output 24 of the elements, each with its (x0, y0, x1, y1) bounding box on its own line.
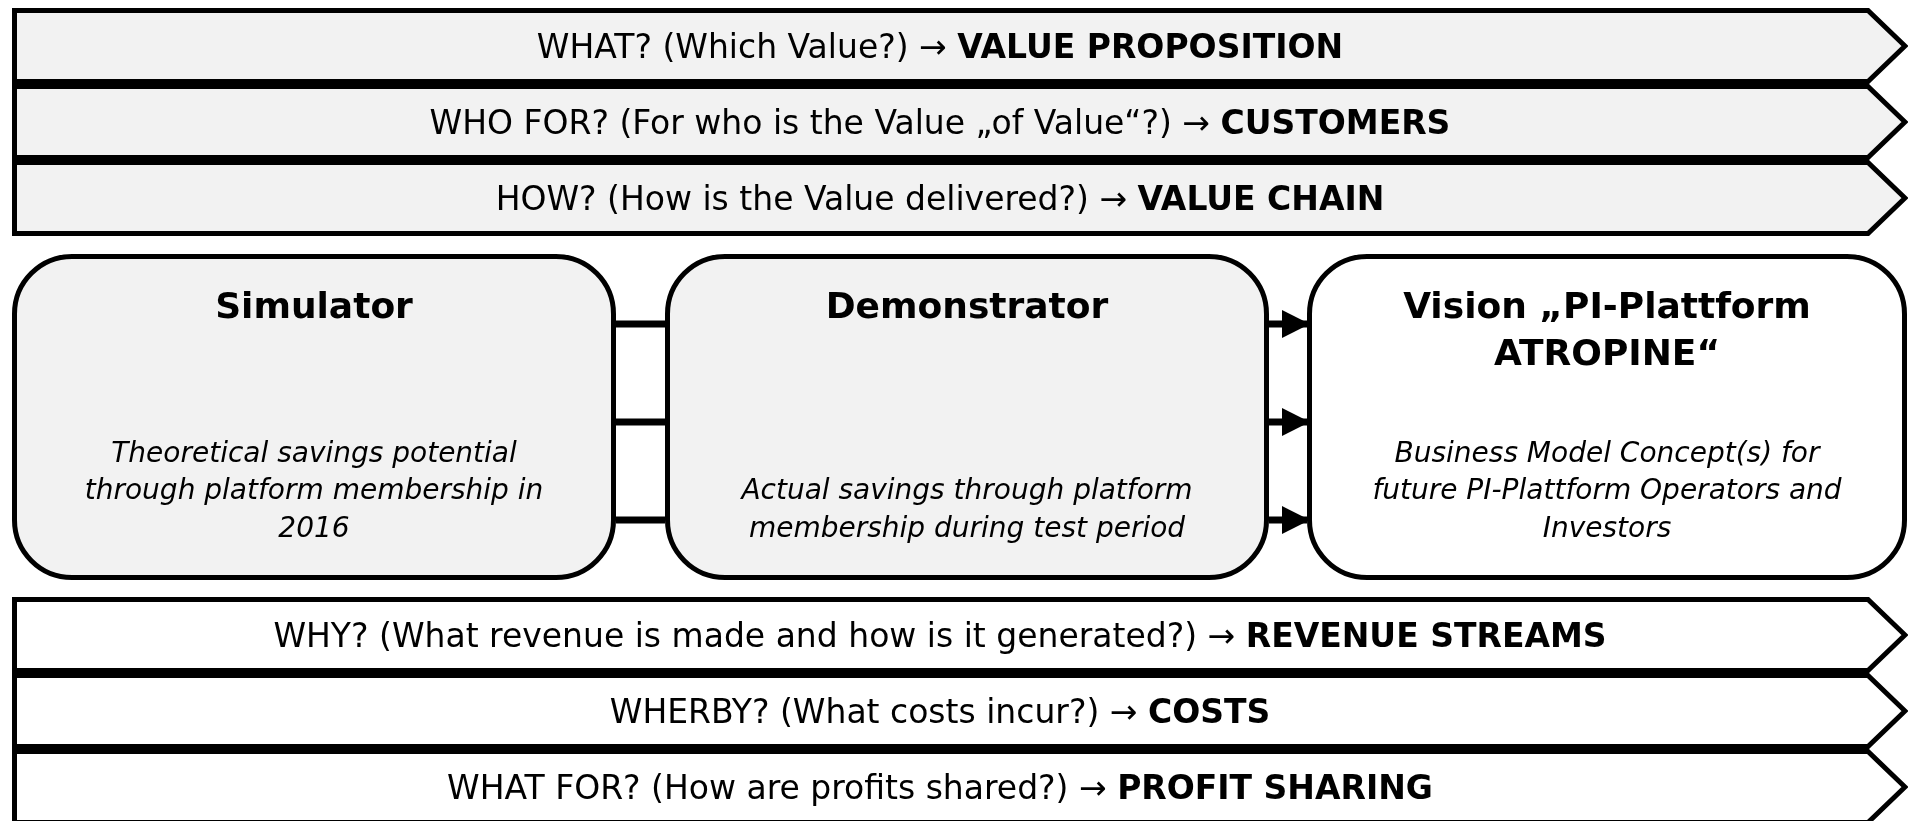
banner-text: HOW? (How is the Value delivered?) → VALUE CHAIN (495, 178, 1385, 218)
question-band (12, 160, 1908, 236)
box-title: Simulator (215, 284, 413, 328)
banner-text: WHO FOR? (For who is the Value „of Value“?) → CUSTOMERS (429, 102, 1451, 142)
banner-text: WHERBY? (What costs incur?) → COSTS (609, 691, 1271, 731)
stage-box (665, 254, 1269, 580)
banner-text: WHY? (What revenue is made and how is it generated?) → REVENUE STREAMS (273, 615, 1607, 655)
box-description: Actual savings through platform membership during test period (739, 472, 1194, 547)
connector-line (616, 516, 665, 524)
question-band (12, 8, 1908, 84)
question-band (12, 749, 1908, 821)
question-band (12, 673, 1908, 749)
box-description: Theoretical savings potential through platform membership in 2016 (83, 434, 545, 547)
question-band (12, 84, 1908, 160)
question-band (12, 597, 1908, 673)
stage-box (1307, 254, 1907, 580)
banner-text: WHAT FOR? (How are profits shared?) → PROFIT SHARING (447, 767, 1433, 807)
connector-line (616, 418, 665, 426)
box-title: Vision „PI-Plattform ATROPINE“ (1402, 284, 1812, 375)
connector-line (616, 320, 665, 328)
banner-text: WHAT? (Which Value?) → VALUE PROPOSITION (536, 26, 1344, 66)
stage-box (12, 254, 616, 580)
box-description: Business Model Concept(s) for future PI-Plattform Operators and Investors (1371, 434, 1843, 547)
box-title: Demonstrator (825, 284, 1109, 328)
